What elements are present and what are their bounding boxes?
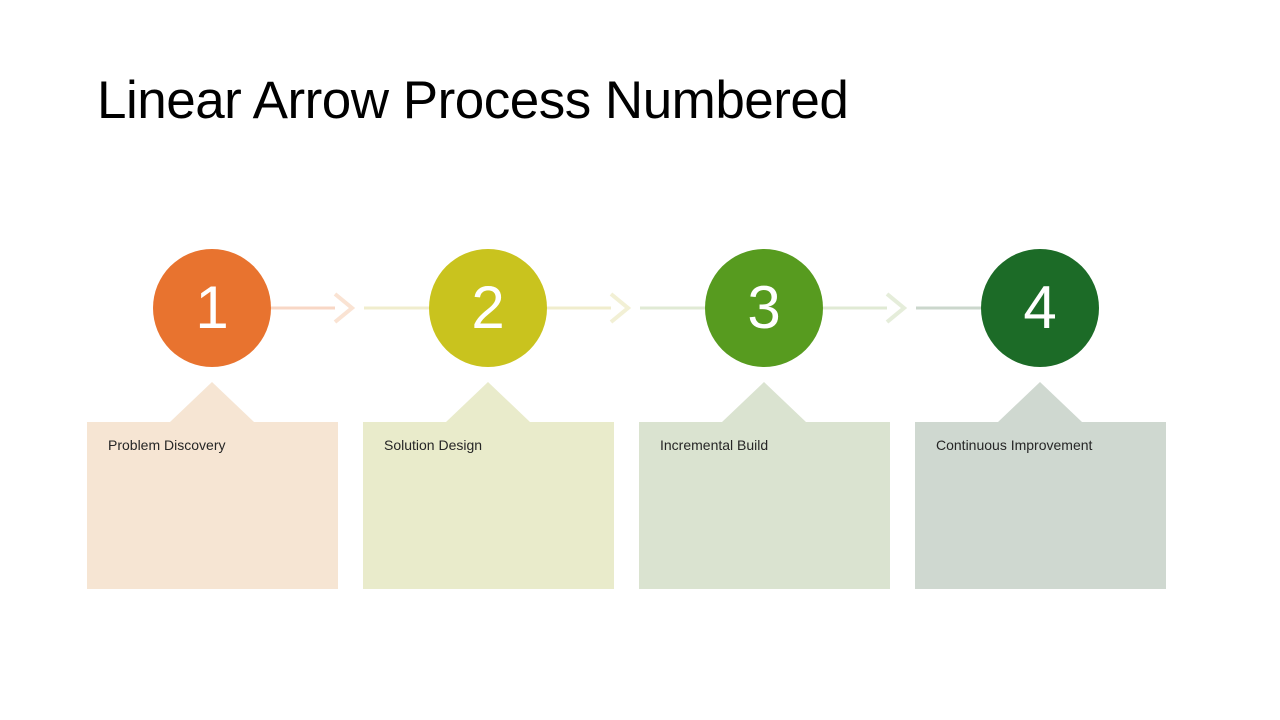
- step-number-4: 4: [1023, 274, 1057, 341]
- step-card-4: Continuous Improvement: [915, 422, 1166, 589]
- connector-arrow-2: [547, 292, 705, 324]
- connector-arrow-3: [823, 292, 981, 324]
- slide-title: Linear Arrow Process Numbered: [97, 71, 849, 130]
- process-step-1: 1 Problem Discovery: [87, 249, 338, 590]
- step-number-1: 1: [195, 274, 229, 341]
- step-label-2: Solution Design: [384, 437, 483, 453]
- card-pointer-triangle-1: [170, 382, 254, 422]
- process-step-3: 3 Incremental Build: [639, 249, 890, 590]
- step-circle-2: 2: [429, 249, 547, 367]
- step-card-3: Incremental Build: [639, 422, 890, 589]
- chevron-right-icon-1: [333, 292, 356, 324]
- chevron-right-icon-3: [885, 292, 908, 324]
- step-label-1: Problem Discovery: [108, 437, 226, 453]
- step-circle-3: 3: [705, 249, 823, 367]
- step-card-2: Solution Design: [363, 422, 614, 589]
- step-circle-4: 4: [981, 249, 1099, 367]
- card-pointer-triangle-3: [722, 382, 806, 422]
- step-circle-1: 1: [153, 249, 271, 367]
- step-card-1: Problem Discovery: [87, 422, 338, 589]
- step-label-3: Incremental Build: [660, 437, 769, 453]
- process-step-4: 4 Continuous Improvement: [915, 249, 1166, 590]
- step-label-4: Continuous Improvement: [936, 437, 1093, 453]
- chevron-right-icon-2: [609, 292, 632, 324]
- step-number-3: 3: [747, 274, 781, 341]
- step-number-2: 2: [471, 274, 505, 341]
- card-pointer-triangle-2: [446, 382, 530, 422]
- card-pointer-triangle-4: [998, 382, 1082, 422]
- process-step-2: 2 Solution Design: [363, 249, 614, 590]
- connector-arrow-1: [271, 292, 429, 324]
